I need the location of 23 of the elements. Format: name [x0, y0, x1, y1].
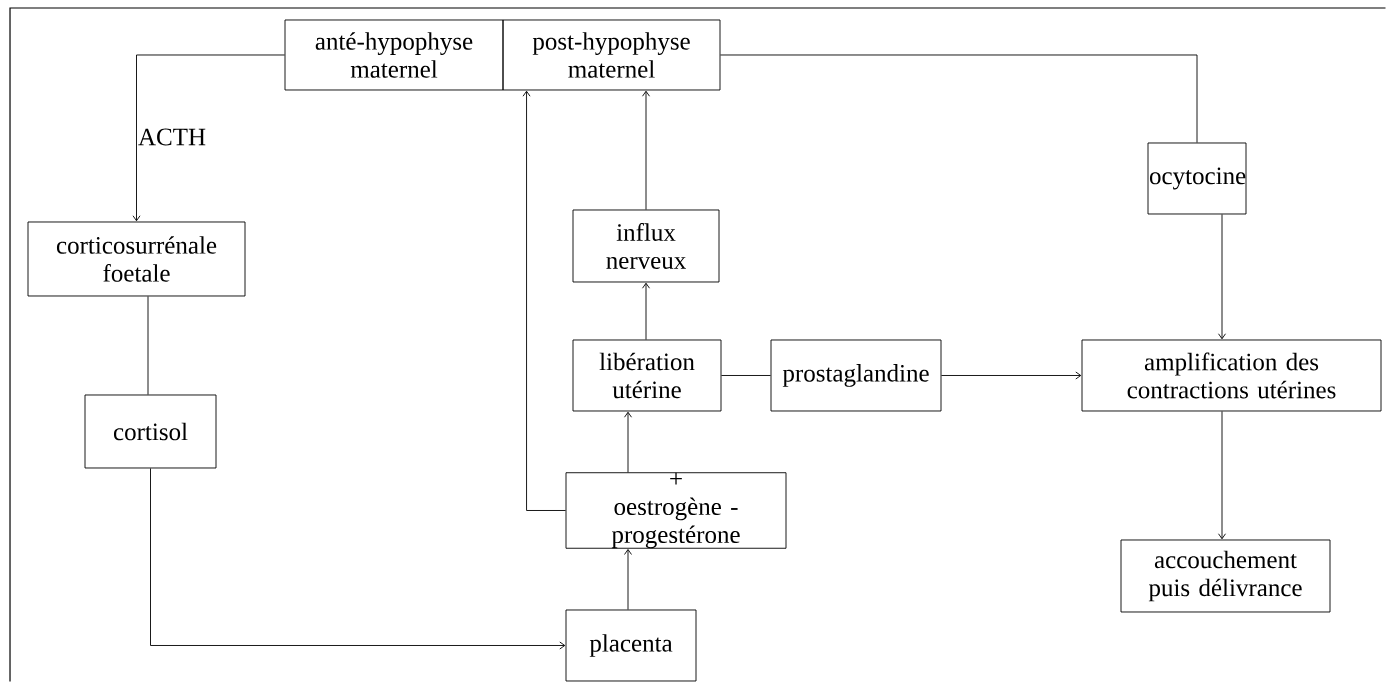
process-box: + oestrogène - progestérone	[565, 472, 787, 549]
process-box: placenta	[565, 609, 697, 682]
arrow	[941, 371, 1082, 380]
arrow	[624, 411, 632, 473]
process-box: post-hypophyse maternel	[502, 19, 721, 91]
process-box: libération utérine	[572, 339, 722, 412]
process-box: influx nerveux	[572, 209, 720, 283]
arrow	[132, 54, 285, 222]
arrow	[624, 549, 632, 610]
arrow	[642, 90, 650, 210]
process-box: anté-hypophyse maternel	[284, 19, 504, 91]
arrow	[1218, 411, 1226, 540]
process-box: prostaglandine	[770, 339, 942, 412]
process-box: amplification des contractions utérines	[1081, 339, 1382, 412]
process-box: ocytocine	[1147, 142, 1247, 215]
arrow	[642, 282, 650, 340]
edge-label: ACTH	[137, 127, 208, 147]
process-box: corticosurrénale foetale	[27, 221, 246, 297]
arrow	[150, 468, 566, 650]
process-box: accouchement puis délivrance	[1120, 539, 1331, 613]
arrow	[1218, 214, 1226, 340]
process-box: cortisol	[84, 394, 217, 469]
arrow	[522, 90, 566, 511]
